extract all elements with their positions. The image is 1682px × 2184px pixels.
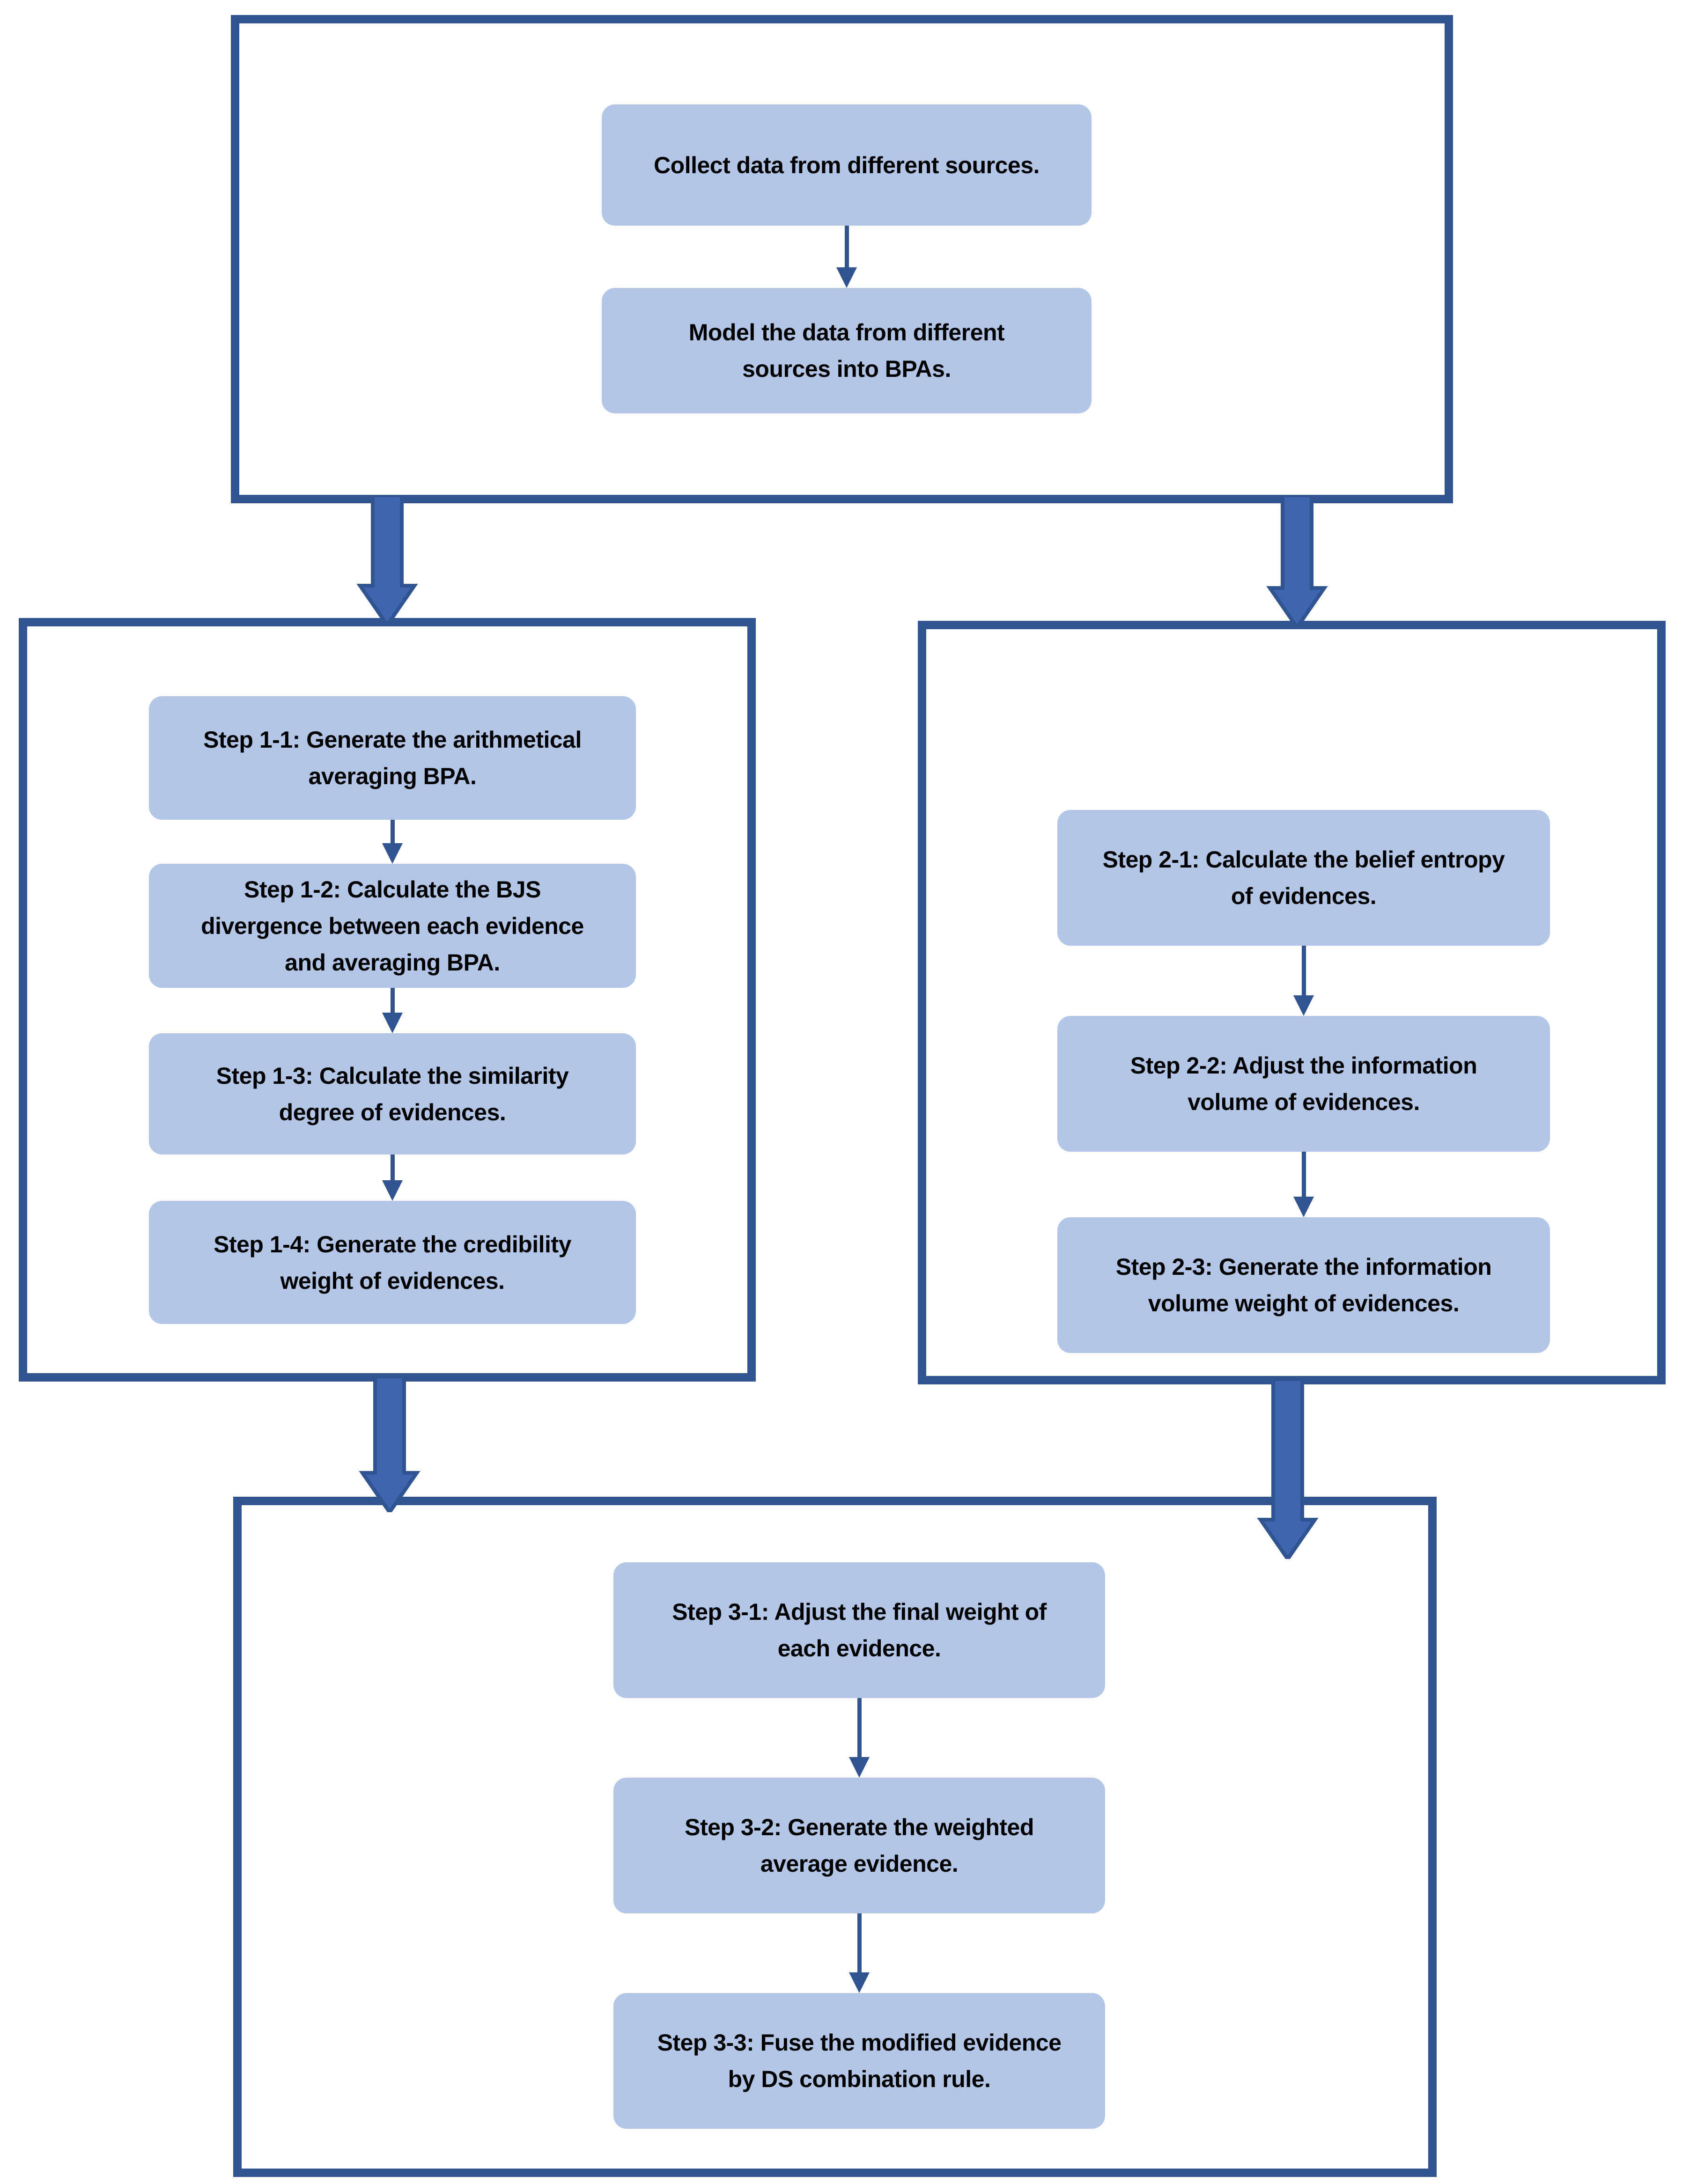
arrow-head-icon — [849, 1972, 870, 1993]
arrow-head-icon — [836, 267, 857, 288]
connector-arrow-right-1 — [1293, 946, 1314, 1016]
node-step-3-2: Step 3-2: Generate the weighted average … — [613, 1778, 1105, 1913]
node-step-2-2-label: Step 2-2: Adjust the information volume … — [1130, 1052, 1477, 1115]
node-model-bpa-label: Model the data from different sources in… — [688, 319, 1005, 382]
arrow-shaft — [1301, 946, 1306, 995]
data-collection-container — [231, 15, 1453, 503]
node-step-3-3-label: Step 3-3: Fuse the modified evidence by … — [657, 2030, 1062, 2092]
node-step-1-2-label: Step 1-2: Calculate the BJS divergence b… — [201, 876, 584, 976]
connector-arrow-left-3 — [382, 1155, 403, 1201]
node-step-1-1-label: Step 1-1: Generate the arithmetical aver… — [203, 727, 582, 789]
node-step-2-1-label: Step 2-1: Calculate the belief entropy o… — [1102, 846, 1505, 909]
node-collect-data: Collect data from different sources. — [602, 104, 1092, 226]
node-step-2-2: Step 2-2: Adjust the information volume … — [1057, 1016, 1550, 1152]
node-step-3-1-label: Step 3-1: Adjust the final weight of eac… — [672, 1599, 1047, 1662]
node-step-1-4-label: Step 1-4: Generate the credibility weigh… — [214, 1231, 571, 1294]
node-collect-data-label: Collect data from different sources. — [654, 152, 1040, 178]
node-model-bpa: Model the data from different sources in… — [602, 288, 1092, 413]
arrow-head-icon — [849, 1757, 870, 1778]
node-step-1-4: Step 1-4: Generate the credibility weigh… — [149, 1201, 636, 1324]
information-volume-container — [918, 621, 1666, 1384]
block-arrow-right-to-bottom-icon — [1257, 1379, 1319, 1559]
node-step-1-1: Step 1-1: Generate the arithmetical aver… — [149, 696, 636, 820]
connector-arrow-left-2 — [382, 988, 403, 1033]
block-arrow-top-to-left-icon — [356, 495, 418, 625]
node-step-1-3: Step 1-3: Calculate the similarity degre… — [149, 1033, 636, 1155]
node-step-2-1: Step 2-1: Calculate the belief entropy o… — [1057, 810, 1550, 946]
node-step-3-3: Step 3-3: Fuse the modified evidence by … — [613, 1993, 1105, 2129]
arrow-head-icon — [1293, 1197, 1314, 1217]
node-step-2-3: Step 2-3: Generate the information volum… — [1057, 1217, 1550, 1353]
block-arrow-top-to-right-icon — [1266, 495, 1328, 627]
node-step-3-1: Step 3-1: Adjust the final weight of eac… — [613, 1562, 1105, 1698]
arrow-shaft — [857, 1698, 862, 1757]
arrow-shaft — [844, 226, 849, 267]
node-step-1-2: Step 1-2: Calculate the BJS divergence b… — [149, 864, 636, 988]
connector-arrow-left-1 — [382, 820, 403, 864]
node-step-1-3-label: Step 1-3: Calculate the similarity degre… — [216, 1062, 569, 1125]
arrow-shaft — [390, 820, 395, 843]
arrow-shaft — [390, 988, 395, 1013]
arrow-shaft — [857, 1913, 862, 1972]
arrow-shaft — [1301, 1152, 1306, 1197]
connector-arrow-right-2 — [1293, 1152, 1314, 1217]
connector-arrow-bottom-1 — [849, 1698, 870, 1778]
arrow-head-icon — [382, 1013, 403, 1033]
node-step-2-3-label: Step 2-3: Generate the information volum… — [1115, 1254, 1492, 1316]
fusion-container — [233, 1497, 1437, 2177]
arrow-head-icon — [382, 1180, 403, 1201]
arrow-shaft — [390, 1155, 395, 1180]
block-arrow-left-to-bottom-icon — [359, 1376, 420, 1512]
connector-arrow-top — [836, 226, 857, 288]
arrow-head-icon — [382, 843, 403, 864]
node-step-3-2-label: Step 3-2: Generate the weighted average … — [685, 1814, 1034, 1877]
arrow-head-icon — [1293, 995, 1314, 1016]
connector-arrow-bottom-2 — [849, 1913, 870, 1993]
